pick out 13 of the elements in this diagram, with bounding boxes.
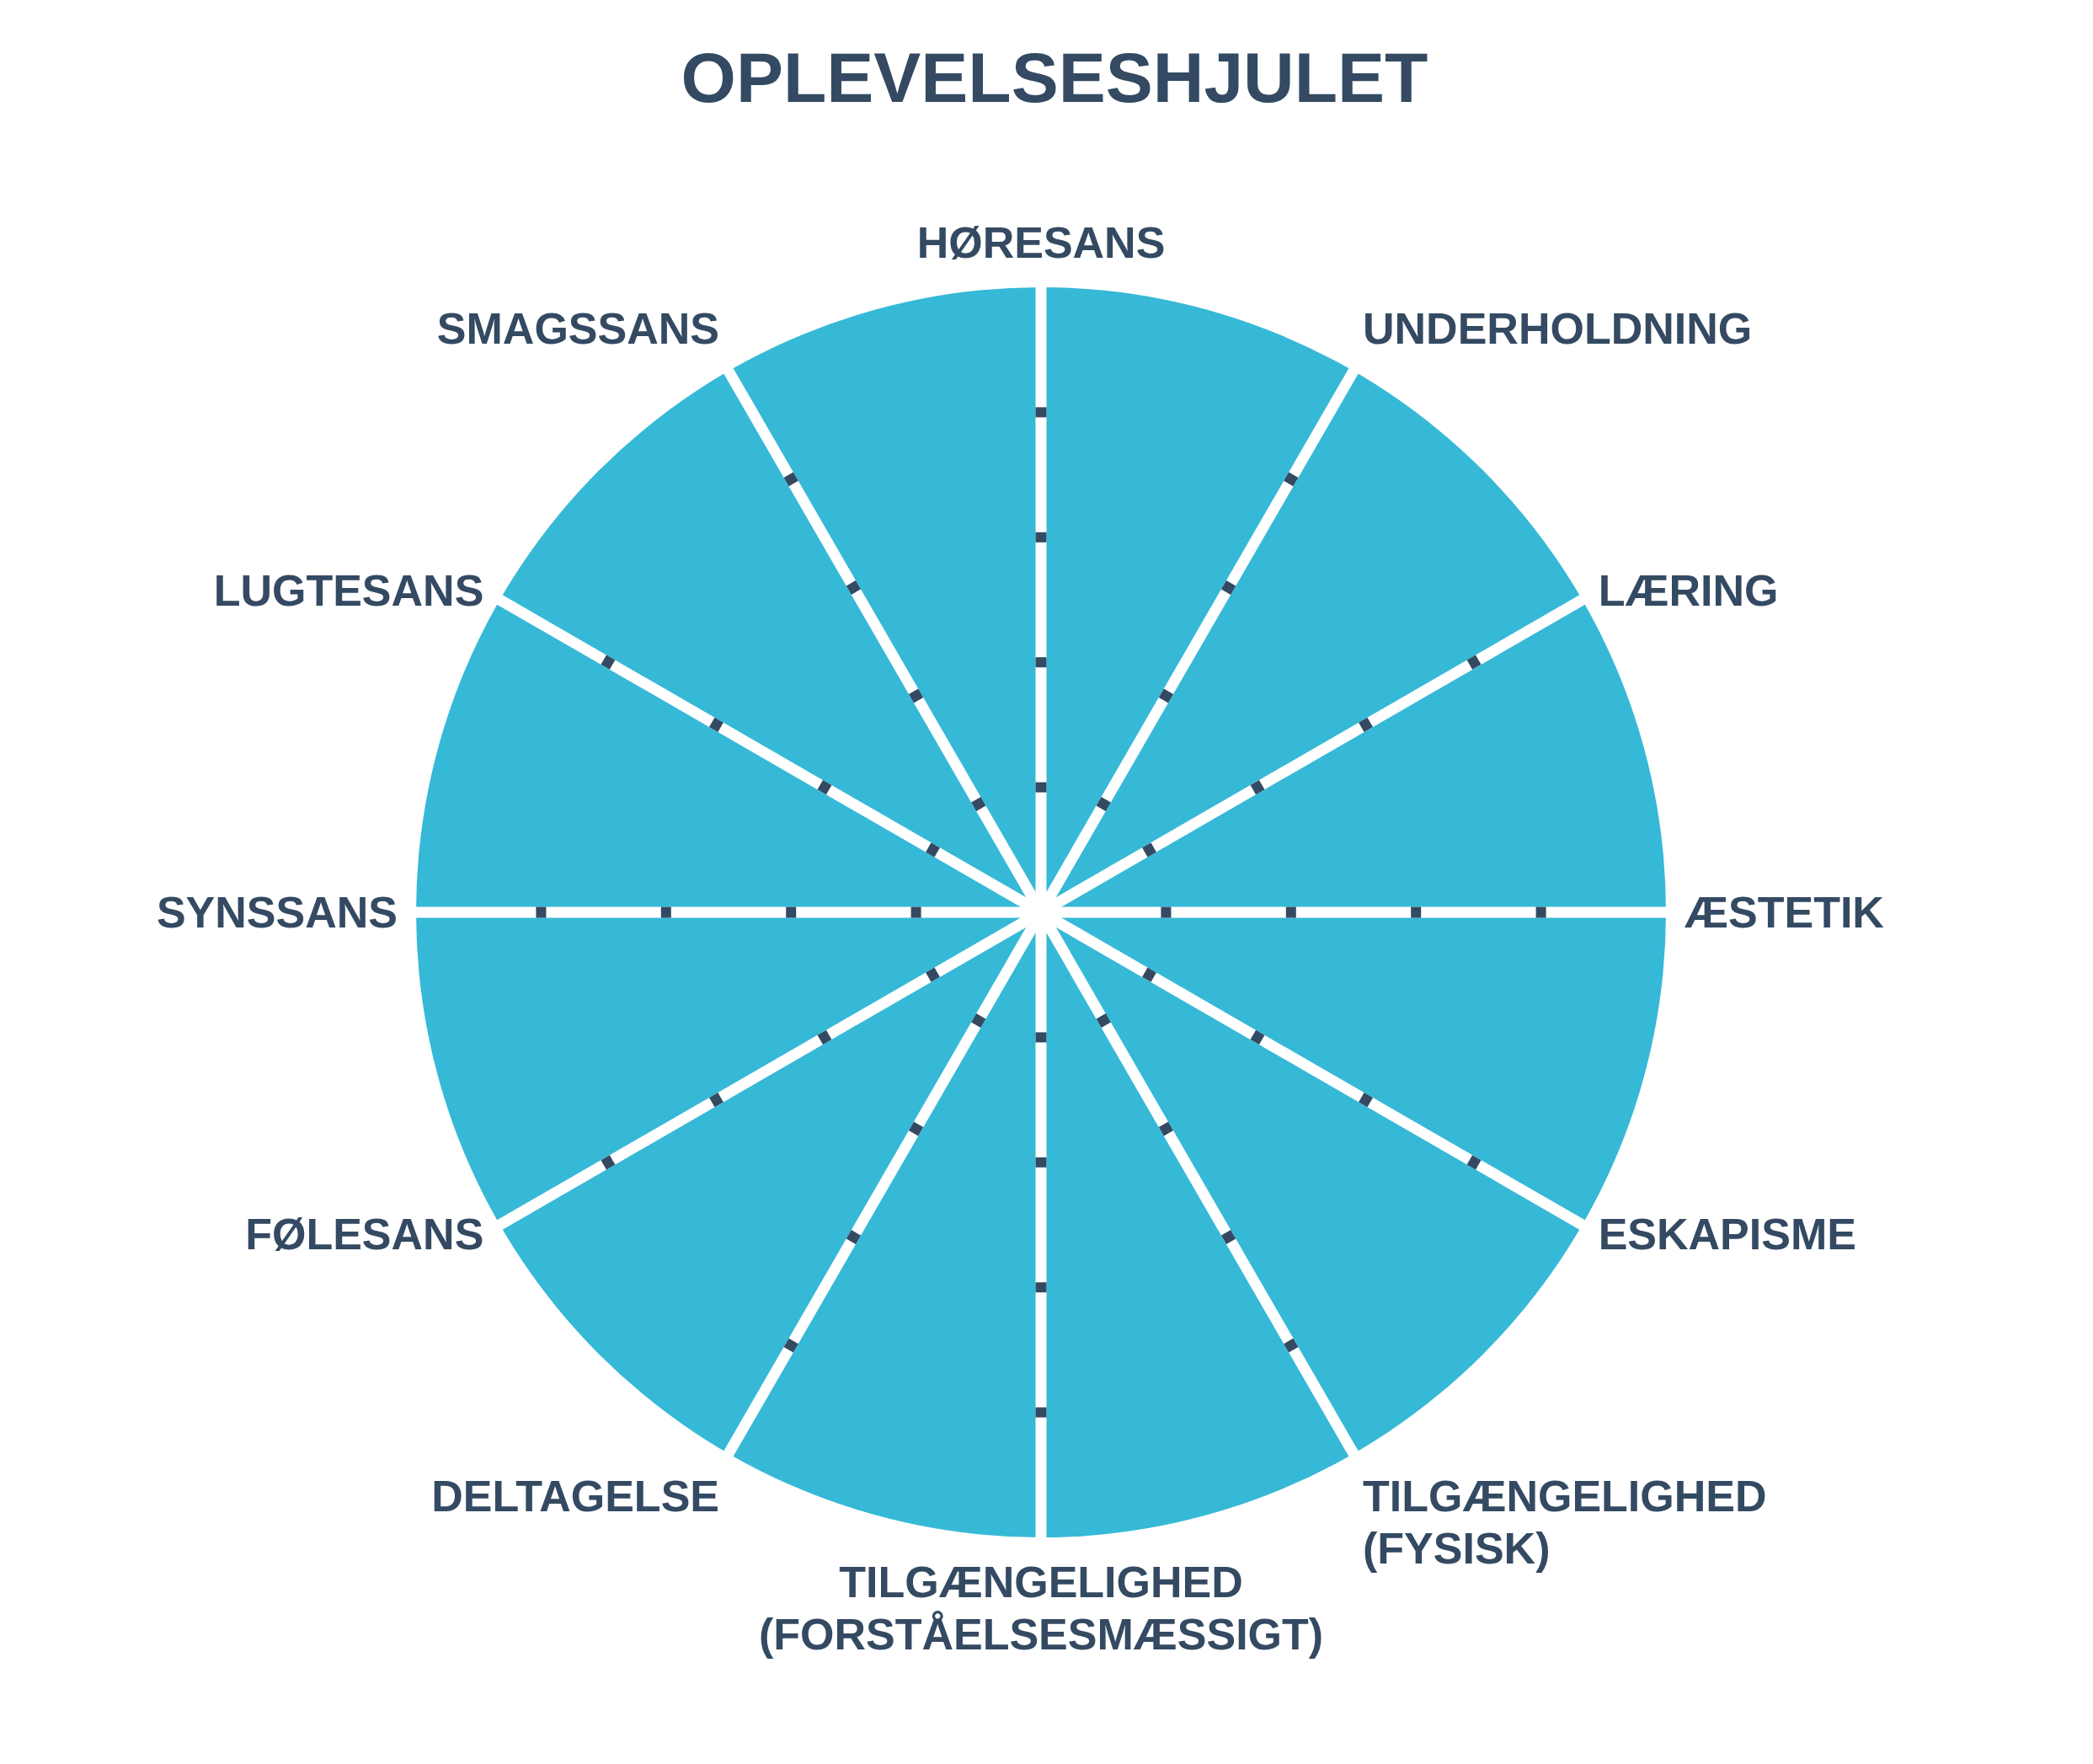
spoke-label: LUGTESANS <box>213 564 484 617</box>
spoke-label: ÆSTETIK <box>1685 886 1884 938</box>
spoke-label: TILGÆNGELIGHED (FORSTÅELSESMÆSSIGT) <box>757 1557 1325 1661</box>
spoke-label: LÆRING <box>1598 564 1779 617</box>
spoke-label: ESKAPISME <box>1598 1208 1856 1260</box>
spoke-label: SYNSSANS <box>156 886 398 938</box>
diagram-title: OPLEVELSESHJULET <box>681 42 1428 113</box>
spoke-label: HØRESANS <box>916 216 1166 269</box>
spoke-label: DELTAGELSE <box>431 1470 719 1522</box>
spoke-label: FØLESANS <box>245 1208 484 1260</box>
spoke-label: SMAGSSANS <box>436 302 719 355</box>
spoke-label: TILGÆNGELIGHED (FYSISK) <box>1363 1470 1768 1575</box>
spoke-label: UNDERHOLDNING <box>1363 302 1753 355</box>
